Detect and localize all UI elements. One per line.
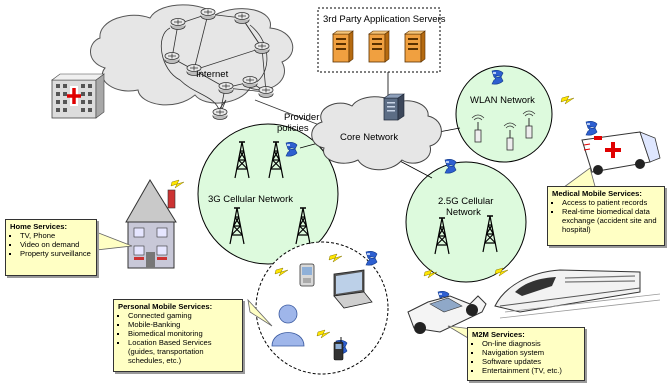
server-icon (332, 30, 426, 63)
mobile-phone-icon (299, 263, 315, 287)
list-item: Connected gaming (128, 311, 238, 320)
provider-policies-label-2: policies (277, 123, 309, 134)
provider-policies-label-1: Provider (284, 112, 319, 123)
personal-services-list: Connected gaming Mobile-Banking Biomedic… (118, 311, 238, 365)
core-network-label: Core Network (340, 132, 398, 143)
25g-network-label-2: Network (446, 207, 481, 218)
wlan-network-label: WLAN Network (470, 95, 535, 106)
train-icon (494, 269, 661, 319)
person-icon (271, 304, 305, 347)
list-item: Location Based Services (guides, transpo… (128, 338, 238, 365)
personal-services-title: Personal Mobile Services: (118, 302, 213, 311)
core-network-cloud (311, 96, 442, 171)
list-item: Access to patient records (562, 198, 660, 207)
list-item: Navigation system (482, 348, 580, 357)
medical-services-list: Access to patient records Real-time biom… (552, 198, 660, 234)
m2m-services-box: M2M Services: On-line diagnosis Navigati… (467, 327, 585, 381)
25g-network-label-1: 2.5G Cellular (438, 196, 493, 207)
list-item: Biomedical monitoring (128, 329, 238, 338)
internet-label: Internet (196, 69, 229, 80)
ambulance-icon (581, 131, 661, 175)
wlan-network-area (455, 65, 553, 163)
m2m-services-title: M2M Services: (472, 330, 525, 339)
internet-cloud (90, 4, 294, 106)
mobile-phone-icon (333, 337, 344, 361)
list-item: Video on demand (20, 240, 92, 249)
3g-network-label: 3G Cellular Network (208, 194, 293, 205)
list-item: Entertainment (TV, etc.) (482, 366, 580, 375)
third-party-title: 3rd Party Application Servers (323, 14, 446, 25)
list-item: Property surveillance (20, 249, 92, 258)
home-services-list: TV, Phone Video on demand Property surve… (10, 231, 92, 258)
home-services-title: Home Services: (10, 222, 67, 231)
hospital-icon (51, 73, 105, 119)
house-icon (125, 179, 177, 269)
list-item: Mobile-Banking (128, 320, 238, 329)
list-item: Software updates (482, 357, 580, 366)
list-item: Real-time biomedical data exchange (acci… (562, 207, 660, 234)
m2m-services-list: On-line diagnosis Navigation system Soft… (472, 339, 580, 375)
car-icon (407, 295, 487, 334)
personal-services-box: Personal Mobile Services: Connected gami… (113, 299, 243, 372)
medical-services-title: Medical Mobile Services: (552, 189, 642, 198)
home-services-box: Home Services: TV, Phone Video on demand… (5, 219, 97, 276)
laptop-icon (333, 269, 373, 309)
core-switch-icon (383, 93, 405, 121)
25g-network-area (405, 161, 527, 283)
medical-services-box: Medical Mobile Services: Access to patie… (547, 186, 665, 246)
list-item: On-line diagnosis (482, 339, 580, 348)
list-item: TV, Phone (20, 231, 92, 240)
